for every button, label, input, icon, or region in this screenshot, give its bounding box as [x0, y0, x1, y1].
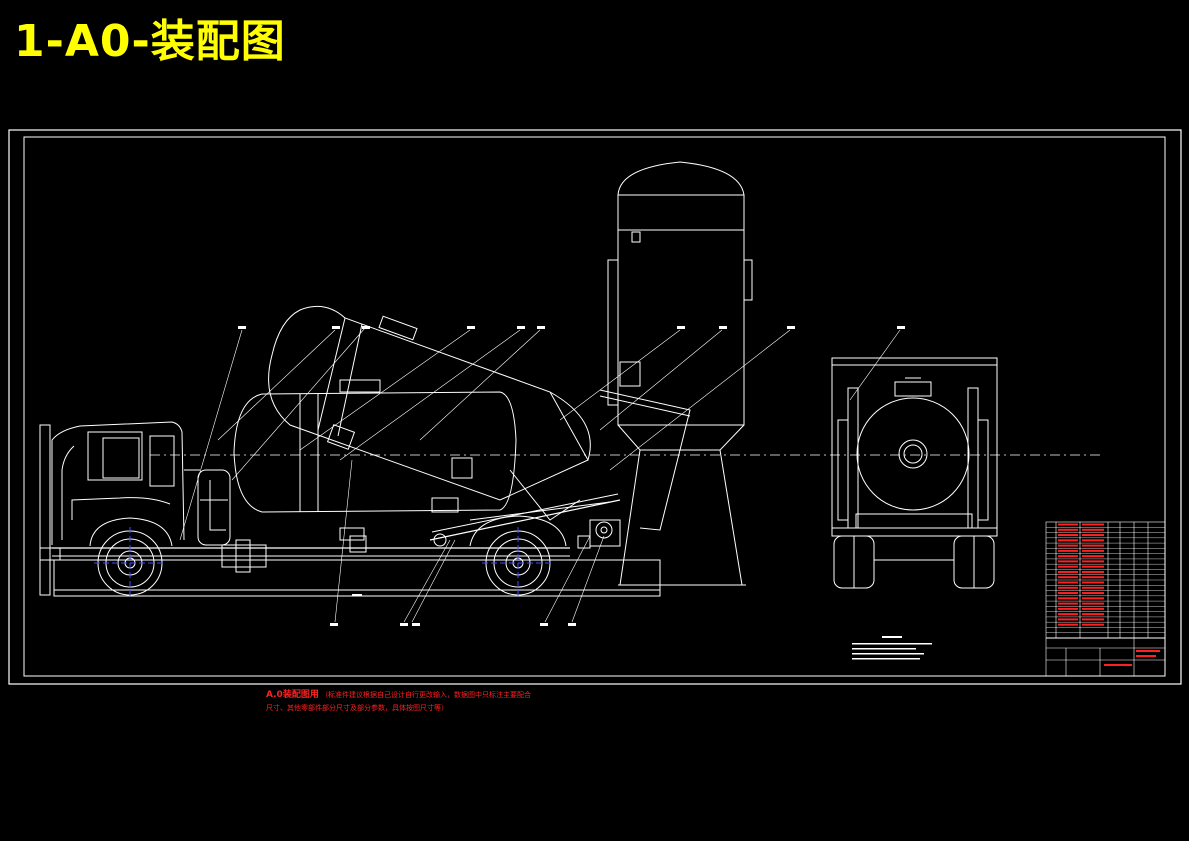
parts-list-red-entry: [1058, 523, 1078, 526]
parts-list-red-entry: [1058, 555, 1078, 558]
truck-end-view: [831, 326, 998, 589]
tilted-tank: [268, 305, 591, 521]
base-plate: [53, 559, 661, 597]
parts-list-red-entry: [1058, 586, 1078, 589]
parts-list-red-entry: [1058, 581, 1078, 584]
parts-list-red-entry: [1058, 623, 1078, 626]
parts-list-red-entry: [1082, 623, 1104, 626]
hydraulic-linkage: [349, 493, 621, 553]
parts-list-red-entry: [1082, 613, 1104, 616]
bottom-note-line1: A.0装配图用 （标准件建议根据自己设计自行更改输入，数据图中只标注主要配合: [266, 690, 531, 700]
parts-list-red-entry: [1082, 528, 1104, 531]
front-wheel: [94, 527, 166, 599]
truck-cab: [51, 421, 185, 545]
bottom-note-line2: 尺寸、其他零部件部分尺寸及部分参数，具体按图尺寸等）: [266, 703, 448, 713]
parts-list-red-entry: [1082, 570, 1104, 573]
leader-lines: [179, 327, 791, 623]
bottom-note-heading: A.0装配图用: [266, 690, 319, 700]
cab-window: [87, 431, 143, 481]
vertical-silo: [599, 161, 753, 586]
balloon-marks: [238, 326, 795, 626]
parts-list-red-entry: [1058, 602, 1078, 605]
title-block-red-mark: [1136, 650, 1160, 652]
outer-frame: [8, 129, 1182, 685]
rear-wheel: [482, 527, 554, 599]
parts-list-red-entry: [1082, 565, 1104, 568]
parts-list-red-entry: [1058, 565, 1078, 568]
parts-list-red-entry: [1082, 602, 1104, 605]
parts-list-red-entry: [1058, 613, 1078, 616]
parts-list-red-entry: [1082, 586, 1104, 589]
parts-list-red-entry: [1082, 539, 1104, 542]
parts-list-red-entry: [1058, 549, 1078, 552]
parts-list-red-entry: [1082, 607, 1104, 610]
parts-list-red-entry: [1082, 544, 1104, 547]
parts-list-red-entry: [1058, 570, 1078, 573]
inner-frame: [23, 136, 1166, 677]
bottom-note-text1: （标准件建议根据自己设计自行更改输入，数据图中只标注主要配合: [321, 691, 532, 699]
horizontal-tank: [233, 379, 517, 541]
parts-list-red-entry: [1058, 607, 1078, 610]
title-block-red-mark: [1104, 664, 1132, 666]
parts-list-red-entry: [1082, 523, 1104, 526]
parts-list-red-entry: [1058, 597, 1078, 600]
parts-list-red-entry: [1082, 618, 1104, 621]
parts-list-red-entry: [1058, 539, 1078, 542]
parts-list-red-entry: [1058, 544, 1078, 547]
parts-list-red-entry: [1082, 597, 1104, 600]
parts-list-red-entry: [1058, 592, 1078, 595]
parts-list-red-entries: [1058, 523, 1160, 666]
parts-list-red-entry: [1058, 534, 1078, 537]
parts-list-red-entry: [1058, 576, 1078, 579]
technical-notes: [852, 636, 932, 660]
parts-list-red-entry: [1082, 549, 1104, 552]
title-block-red-mark: [1136, 655, 1156, 657]
parts-list-rows: [1046, 527, 1165, 633]
parts-list-red-entry: [1082, 560, 1104, 563]
parts-list-red-entry: [1082, 581, 1104, 584]
parts-list-red-entry: [1058, 528, 1078, 531]
parts-list-red-entry: [1082, 576, 1104, 579]
parts-list-red-entry: [1082, 592, 1104, 595]
parts-list-red-entry: [1058, 560, 1078, 563]
page-title: 1-A0-装配图: [14, 16, 286, 67]
truck-side-view: [39, 161, 795, 626]
parts-list-red-entry: [1082, 555, 1104, 558]
parts-list-red-entry: [1058, 618, 1078, 621]
end-view-tank: [856, 397, 970, 511]
parts-list-red-entry: [1082, 534, 1104, 537]
bottom-note-text2: 尺寸、其他零部件部分尺寸及部分参数，具体按图尺寸等）: [266, 704, 448, 712]
